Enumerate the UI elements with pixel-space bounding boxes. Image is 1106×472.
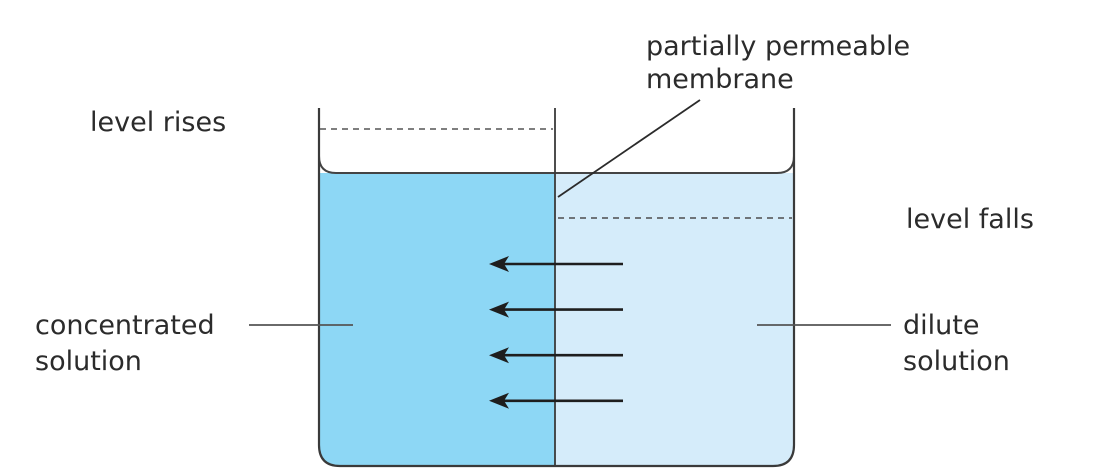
membrane-leader-line: [557, 99, 701, 198]
concentrated-solution-label-line2: solution: [35, 346, 142, 377]
level-falls-label: level falls: [906, 204, 1034, 235]
arrow-head-icon: [489, 392, 509, 409]
dilute-solution-label-line1: dilute: [903, 310, 979, 341]
water-movement-arrow: [489, 347, 623, 364]
arrow-head-icon: [489, 301, 509, 318]
water-movement-arrow: [489, 256, 623, 272]
arrow-head-icon: [489, 256, 509, 272]
water-movement-arrow: [489, 392, 623, 409]
level-rises-label: level rises: [90, 107, 226, 138]
water-surface-line: [318, 155, 795, 174]
beaker-outline: [317, 108, 796, 468]
water-movement-arrow: [489, 301, 623, 318]
arrow-head-icon: [489, 347, 509, 364]
concentrated-solution-label-line1: concentrated: [35, 310, 215, 341]
dilute-solution-label-line2: solution: [903, 346, 1010, 377]
water-movement-arrows: [489, 256, 623, 409]
concentrated-solution-fill: [319, 173, 555, 466]
membrane-label-line2: membrane: [646, 64, 794, 95]
dilute-solution-fill: [555, 173, 794, 466]
membrane-label-line1: partially permeable: [646, 31, 910, 62]
